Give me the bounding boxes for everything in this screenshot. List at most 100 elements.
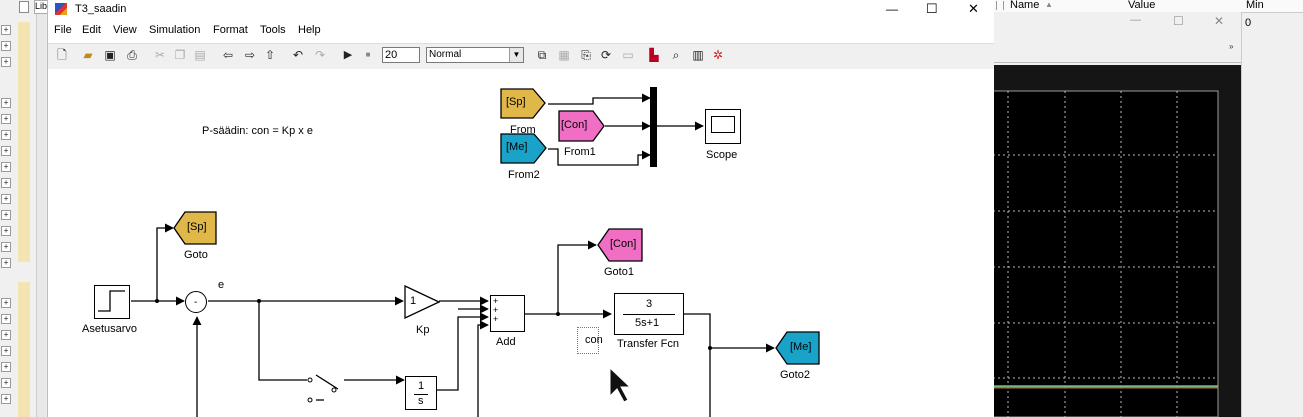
from-sp-shape <box>500 88 546 119</box>
debugger-icon[interactable]: ⌕ <box>672 48 680 62</box>
menu-file[interactable]: File <box>54 24 72 36</box>
goto-sp-name: Goto <box>184 249 208 261</box>
copy-icon[interactable]: ❐ <box>174 48 186 62</box>
model-browser-icon[interactable]: ▙ <box>649 48 659 62</box>
menu-edit[interactable]: Edit <box>82 24 101 36</box>
tree-expand-icon[interactable]: + <box>1 314 11 324</box>
menu-simulation[interactable]: Simulation <box>149 24 201 36</box>
minimize-button[interactable]: — <box>886 2 898 16</box>
tree-expand-icon[interactable]: + <box>1 258 11 268</box>
from-con-block[interactable]: [Con] <box>558 110 605 142</box>
run-icon[interactable]: ▶ <box>343 49 353 61</box>
tree-expand-icon[interactable]: + <box>1 330 11 340</box>
tree-expand-icon[interactable]: + <box>1 242 11 252</box>
tree-expand-icon[interactable]: + <box>1 298 11 308</box>
scope-maximize-button[interactable]: ☐ <box>1173 14 1184 28</box>
manual-switch-block[interactable] <box>306 371 338 406</box>
scope-name: Scope <box>706 149 738 161</box>
menu-tools[interactable]: Tools <box>260 24 286 36</box>
stop-icon[interactable]: ■ <box>365 50 371 59</box>
tree-expand-icon[interactable]: + <box>1 178 11 188</box>
scope-block[interactable] <box>705 109 741 144</box>
workspace-col-value[interactable]: Value <box>1128 0 1156 11</box>
update-diagram-icon[interactable]: ▦ <box>558 48 570 62</box>
tree-expand-icon[interactable]: + <box>1 226 11 236</box>
close-button[interactable]: ✕ <box>968 1 979 16</box>
record-icon[interactable]: ✲ <box>712 48 724 62</box>
tree-expand-icon[interactable]: + <box>1 162 11 172</box>
gain-block[interactable]: 1 <box>404 285 440 319</box>
redo-icon[interactable]: ↷ <box>314 48 326 62</box>
transfer-fcn-block[interactable]: 3 5s+1 <box>614 293 684 335</box>
sim-mode-select[interactable]: Normal ▼ <box>426 47 524 63</box>
tree-expand-icon[interactable]: + <box>1 130 11 140</box>
add-block[interactable]: + + + <box>490 295 525 332</box>
goto-me-block[interactable]: [Me] <box>775 331 820 365</box>
menu-help[interactable]: Help <box>298 24 321 36</box>
gain-name: Kp <box>416 324 430 336</box>
diagram-annotation[interactable]: P-säädin: con = Kp x e <box>202 125 313 137</box>
integrator-block[interactable]: 1 s <box>405 376 437 410</box>
cut-icon[interactable]: ✂ <box>154 48 166 62</box>
print-icon[interactable]: ⎙ <box>127 48 137 62</box>
tree-expand-icon[interactable]: + <box>1 378 11 388</box>
goto-sp-block[interactable]: [Sp] <box>173 211 217 245</box>
con-signal-label[interactable]: con <box>577 327 603 354</box>
tree-expand-icon[interactable]: + <box>1 114 11 124</box>
scrollbar-track[interactable] <box>36 14 46 417</box>
divider <box>1241 12 1242 417</box>
tree-expand-icon[interactable]: + <box>1 57 11 67</box>
menu-view[interactable]: View <box>113 24 137 36</box>
tree-expand-icon[interactable]: + <box>1 362 11 372</box>
step-block[interactable] <box>94 285 130 319</box>
maximize-button[interactable]: ☐ <box>926 1 938 16</box>
workspace-col-name[interactable]: Name <box>1010 0 1040 11</box>
paste-icon[interactable]: ▤ <box>194 48 206 62</box>
library-browser-icon[interactable]: ▭ <box>622 48 634 62</box>
fit-view-icon[interactable]: ▥ <box>692 48 704 62</box>
back-icon[interactable]: ⇦ <box>222 48 234 62</box>
mux-block[interactable] <box>650 87 657 167</box>
tree-expand-icon[interactable]: + <box>1 146 11 156</box>
forward-icon[interactable]: ⇨ <box>244 48 256 62</box>
tree-expand-icon[interactable]: + <box>1 210 11 220</box>
tree-expand-icon[interactable]: + <box>1 346 11 356</box>
build-icon[interactable]: ⎘ <box>581 48 591 62</box>
scope-toolbar-chevron-icon[interactable]: » <box>1229 42 1234 51</box>
workspace-col-min[interactable]: Min <box>1246 0 1264 11</box>
from-sp-tag: [Sp] <box>506 96 526 108</box>
tree-expand-icon[interactable]: + <box>1 25 11 35</box>
goto-con-block[interactable]: [Con] <box>597 228 643 262</box>
new-model-icon[interactable]: 🗋 <box>57 48 67 62</box>
up-icon[interactable]: ⇧ <box>264 48 276 62</box>
stop-time-input[interactable]: 20 <box>382 47 420 63</box>
sum-block[interactable]: - <box>185 291 207 313</box>
model-canvas[interactable]: P-säädin: con = Kp x e [Sp] From [Con] F… <box>48 69 994 417</box>
from-sp-block[interactable]: [Sp] <box>500 88 546 119</box>
scope-close-button[interactable]: ✕ <box>1214 14 1225 28</box>
scope-minimize-button[interactable]: — <box>1130 14 1141 26</box>
menu-format[interactable]: Format <box>213 24 248 36</box>
integrator-num: 1 <box>418 380 425 392</box>
refresh-icon[interactable]: ⟳ <box>600 48 612 62</box>
open-icon[interactable]: ▰ <box>83 48 93 62</box>
save-icon[interactable]: ▣ <box>104 48 116 62</box>
undo-icon[interactable]: ↶ <box>292 48 304 62</box>
tf-name: Transfer Fcn <box>617 338 679 350</box>
model-explorer-icon[interactable]: ⧉ <box>537 48 547 62</box>
add-name: Add <box>496 336 516 348</box>
library-tab[interactable]: Lib <box>34 0 48 14</box>
cursor-arrow-icon <box>609 366 632 403</box>
tree-expand-icon[interactable]: + <box>1 394 11 404</box>
tree-expand-icon[interactable]: + <box>1 41 11 51</box>
library-tab-label: Lib <box>35 1 48 11</box>
from-me-block[interactable]: [Me] <box>500 133 547 164</box>
tree-expand-icon[interactable]: + <box>1 194 11 204</box>
integrator-fraction-line <box>414 394 428 395</box>
scope-screen-icon <box>711 116 735 133</box>
tree-expand-icon[interactable]: + <box>1 98 11 108</box>
goto-me-name: Goto2 <box>780 369 810 381</box>
goto-sp-tag: [Sp] <box>187 221 207 233</box>
from-me-shape <box>500 133 547 164</box>
title-bar[interactable]: T3_saadin — ☐ ✕ <box>48 0 994 20</box>
